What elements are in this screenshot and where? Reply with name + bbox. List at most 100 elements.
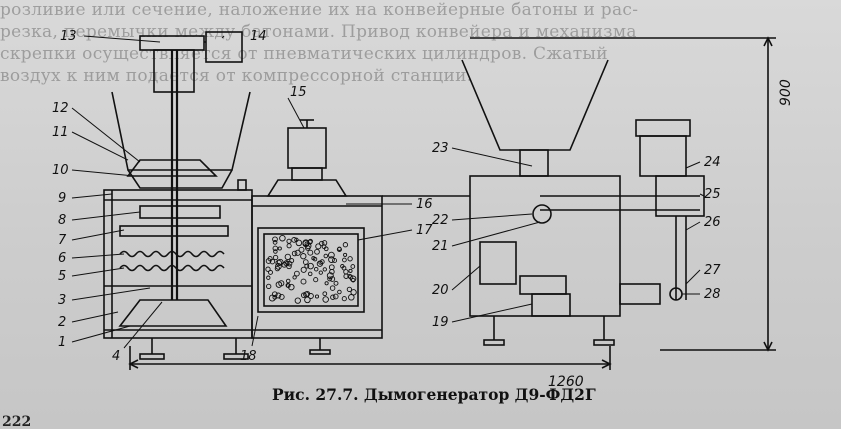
label-2: 2 [58, 315, 66, 330]
page-number: 222 [2, 414, 32, 429]
chip-dot [284, 253, 291, 261]
right-unit [382, 59, 705, 346]
chip-dot [323, 246, 329, 252]
chip-dot [322, 291, 328, 297]
chip-dot [266, 283, 272, 290]
chip-dot [286, 238, 292, 244]
chip-dot [272, 240, 278, 245]
chip-dot [319, 259, 325, 265]
chip-dot [275, 292, 282, 299]
chip-dot [294, 249, 301, 256]
chip-dot [294, 297, 301, 304]
chip-dot [311, 256, 316, 261]
chip-dot [302, 239, 310, 247]
chip-dot [298, 246, 305, 253]
ash-cone [118, 299, 228, 327]
label-9: 9 [58, 191, 66, 206]
label-20: 20 [432, 283, 449, 298]
middle-hood [266, 179, 348, 197]
label-4: 4 [112, 349, 120, 364]
chip-dot [318, 270, 323, 275]
chip-dot [286, 243, 292, 249]
chip-dot [348, 268, 353, 273]
control-block [531, 293, 571, 317]
chip-dot [348, 294, 355, 301]
label-1: 1 [58, 335, 66, 350]
chip-dot [323, 253, 329, 259]
chip-dot [329, 268, 335, 275]
chip-dot [305, 245, 311, 251]
chip-dot [300, 253, 307, 260]
chip-dot [268, 269, 273, 275]
chip-dot [275, 281, 283, 288]
chip-dot [329, 285, 336, 291]
label-14: 14 [250, 29, 267, 44]
chip-dot [322, 296, 329, 303]
control-block [479, 241, 517, 285]
chip-dot [300, 266, 307, 273]
chip-dot [279, 234, 286, 242]
chip-dot [291, 250, 298, 257]
chip-dot [342, 257, 347, 263]
chip-dot [268, 294, 276, 302]
chip-dot [350, 289, 357, 296]
chip-dot [324, 281, 329, 286]
label-13: 13 [60, 29, 77, 44]
chip-dot [314, 294, 320, 299]
chip-dot [342, 242, 349, 248]
paddle-disc [126, 159, 218, 177]
chip-dot [277, 246, 282, 251]
chip-dot [313, 266, 319, 272]
chip-dot [340, 264, 345, 269]
chip-dot [272, 245, 279, 252]
chip-dot [346, 286, 353, 293]
right-motor [639, 135, 687, 177]
label-24: 24 [704, 155, 721, 170]
chip-dot [307, 239, 313, 245]
chip-dot [274, 265, 281, 272]
right-funnel [461, 59, 609, 151]
chip-dot [328, 264, 335, 271]
left-unit [103, 31, 253, 360]
heating-coil [119, 250, 225, 258]
label-21: 21 [432, 239, 449, 254]
chip-dot [265, 266, 271, 272]
label-5: 5 [58, 269, 66, 284]
left-top-bar [139, 35, 205, 51]
label-7: 7 [58, 233, 67, 248]
chip-dot [337, 289, 342, 295]
callout-labels: 1 2 3 4 5 6 7 8 9 10 11 12 13 14 15 16 1… [52, 29, 721, 364]
background-text-line: воздух к ним подается от компрессорной с… [0, 66, 473, 86]
label-10: 10 [52, 163, 69, 178]
chip-dot [319, 240, 325, 247]
chip-dot [327, 276, 333, 282]
chip-dot [314, 248, 320, 255]
chip-dot [275, 259, 282, 267]
chip-dot [266, 275, 271, 280]
chip-dot [289, 258, 295, 264]
label-12: 12 [52, 101, 69, 116]
leader-lines [71, 35, 705, 349]
chip-dot [303, 291, 310, 298]
chip-dot [341, 296, 347, 302]
background-text-line: розливие или сечение, наложение их на ко… [0, 0, 639, 20]
figure-caption: Рис. 27.7. Дымогенератор Д9-ФД2Г [272, 385, 596, 404]
chip-dot [347, 273, 352, 279]
label-18: 18 [240, 349, 257, 364]
middle-cabinet [251, 195, 383, 339]
chip-dot [272, 236, 278, 243]
left-hopper [111, 91, 251, 171]
chip-dot [326, 272, 334, 280]
dimension-width: 1260 [548, 374, 584, 390]
chip-dot [307, 262, 314, 270]
control-block [519, 275, 567, 295]
chip-dot [307, 249, 314, 256]
chip-dot [265, 258, 272, 264]
chip-dot [269, 258, 276, 265]
chip-dot [301, 292, 307, 299]
background-text-line: скрепки осуществляется от пневматических… [0, 44, 608, 64]
label-6: 6 [58, 251, 66, 266]
chip-dot [278, 293, 285, 300]
